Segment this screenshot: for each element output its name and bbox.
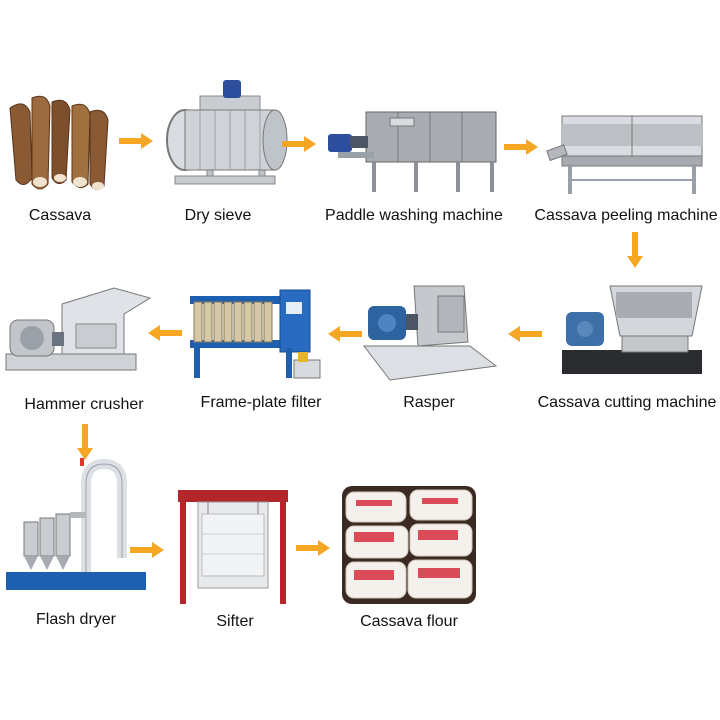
step-cassava-flour [342,486,476,604]
step-label: Paddle washing machine [325,207,503,224]
step-label: Flash dryer [35,611,117,628]
step-label: Cassava flour [360,613,458,630]
step-flash-dryer [4,458,148,598]
step-label: Dry sieve [184,207,252,224]
step-label: Cassava cutting machine [537,394,717,411]
step-cutting [552,276,714,388]
arrow-left-icon [148,325,182,341]
arrow-right-icon [504,139,538,155]
step-label: Cassava peeling machine [534,207,718,224]
step-hammer-crusher [2,284,152,384]
hammer-crusher-icon [5,287,152,371]
step-cassava [2,88,117,196]
step-label: Cassava [28,207,92,224]
step-sifter [172,488,294,606]
flash-dryer-icon [6,458,146,590]
arrow-down-icon [77,424,93,460]
arrow-left-icon [508,326,542,342]
step-label: Frame-plate filter [200,394,322,411]
arrow-down-icon [627,232,643,268]
peeling-machine-icon [546,115,703,194]
drum-sieve-icon [166,80,288,185]
sifter-icon [178,490,288,604]
step-peeling [546,108,708,198]
rasper-icon [362,285,498,381]
flour-bags-icon [342,486,476,604]
filter-press-icon [190,289,321,379]
step-label: Sifter [216,613,254,630]
step-frame-plate-filter [186,288,326,386]
arrow-left-icon [328,326,362,342]
arrow-right-icon [119,133,153,149]
step-label: Hammer crusher [24,396,144,413]
cassava-roots-icon [9,95,109,190]
cutting-machine-icon [562,285,703,374]
arrow-right-icon [282,136,316,152]
step-dry-sieve [155,78,290,193]
step-rasper [360,276,500,388]
arrow-right-icon [296,540,330,556]
step-paddle-washing [318,106,503,196]
washing-tank-icon [328,111,497,192]
step-label: Rasper [403,394,455,411]
arrow-right-icon [130,542,164,558]
